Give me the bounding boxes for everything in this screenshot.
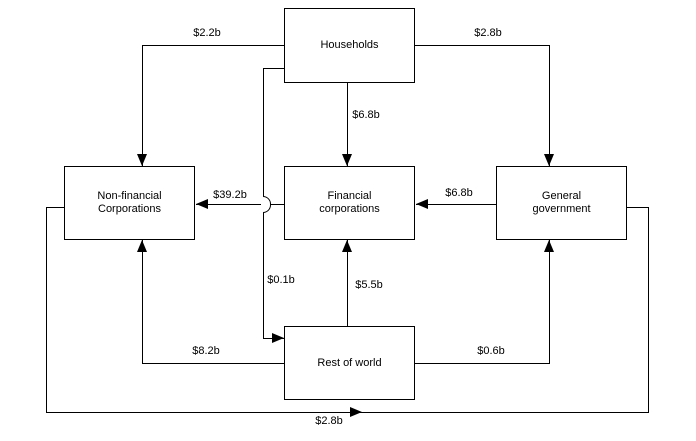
- arrowhead-up-icon: [137, 240, 147, 252]
- line-hop-icon: [263, 196, 271, 213]
- arrowhead-up-icon: [544, 240, 554, 252]
- arrowhead-left-icon: [416, 199, 428, 209]
- flow-label-restofworld-government: $0.6b: [477, 345, 505, 357]
- connector-nonfinancial-government-h-bottom: [46, 412, 649, 413]
- connector-households-financial-v: [347, 83, 348, 166]
- arrowhead-down-icon: [342, 154, 352, 166]
- connector-households-restofworld-v2: [263, 213, 264, 339]
- arrowhead-right-icon: [350, 407, 362, 417]
- connector-nonfinancial-government-nub-left: [46, 207, 64, 208]
- connector-nonfinancial-government-v-right: [648, 207, 649, 413]
- arrowhead-up-icon: [342, 240, 352, 252]
- connector-households-nonfinancial-v: [142, 45, 143, 166]
- node-non-financial-corporations: Non-financial Corporations: [64, 166, 195, 240]
- node-households-label: Households: [320, 39, 379, 51]
- connector-households-nonfinancial-h: [142, 45, 284, 46]
- connector-government-financial-h: [416, 204, 496, 205]
- flow-label-nonfinancial-government: $2.8b: [315, 415, 343, 427]
- node-general-government: General government: [496, 166, 627, 240]
- connector-households-restofworld-h-top: [263, 68, 284, 69]
- connector-restofworld-financial-v: [347, 240, 348, 326]
- connector-restofworld-government-h: [415, 363, 550, 364]
- connector-nonfinancial-government-nub-right: [627, 207, 648, 208]
- connector-nonfinancial-government-v-left: [46, 207, 47, 413]
- connector-restofworld-government-v: [549, 240, 550, 363]
- connector-restofworld-nonfinancial-h: [142, 363, 284, 364]
- flow-label-households-nonfinancial: $2.2b: [193, 27, 221, 39]
- connector-financial-nonfinancial-h2: [271, 204, 284, 205]
- flow-label-households-government: $2.8b: [474, 27, 502, 39]
- flow-label-restofworld-nonfinancial: $8.2b: [192, 345, 220, 357]
- node-financial-corporations: Financial corporations: [284, 166, 415, 240]
- connector-households-government-h: [415, 45, 550, 46]
- flow-label-restofworld-financial: $5.5b: [355, 279, 383, 291]
- node-households: Households: [284, 8, 415, 83]
- node-non-financial-corporations-label: Non-financial Corporations: [97, 190, 162, 215]
- arrowhead-down-icon: [137, 154, 147, 166]
- arrowhead-down-icon: [544, 154, 554, 166]
- connector-households-restofworld-v1: [263, 68, 264, 196]
- node-rest-of-world-label: Rest of world: [317, 356, 382, 369]
- connector-financial-nonfinancial-h1: [196, 204, 261, 205]
- arrowhead-right-icon: [272, 333, 284, 343]
- connector-households-government-v: [549, 45, 550, 166]
- flow-label-financial-nonfinancial: $39.2b: [213, 189, 247, 201]
- connector-restofworld-nonfinancial-v: [142, 240, 143, 363]
- node-general-government-label: General government: [532, 190, 591, 215]
- node-rest-of-world: Rest of world: [284, 326, 415, 400]
- arrowhead-left-icon: [196, 199, 208, 209]
- flow-label-households-financial: $6.8b: [352, 109, 380, 121]
- flow-label-households-restofworld: $0.1b: [267, 274, 295, 286]
- flow-label-government-financial: $6.8b: [445, 187, 473, 199]
- node-financial-corporations-label: Financial corporations: [319, 190, 380, 215]
